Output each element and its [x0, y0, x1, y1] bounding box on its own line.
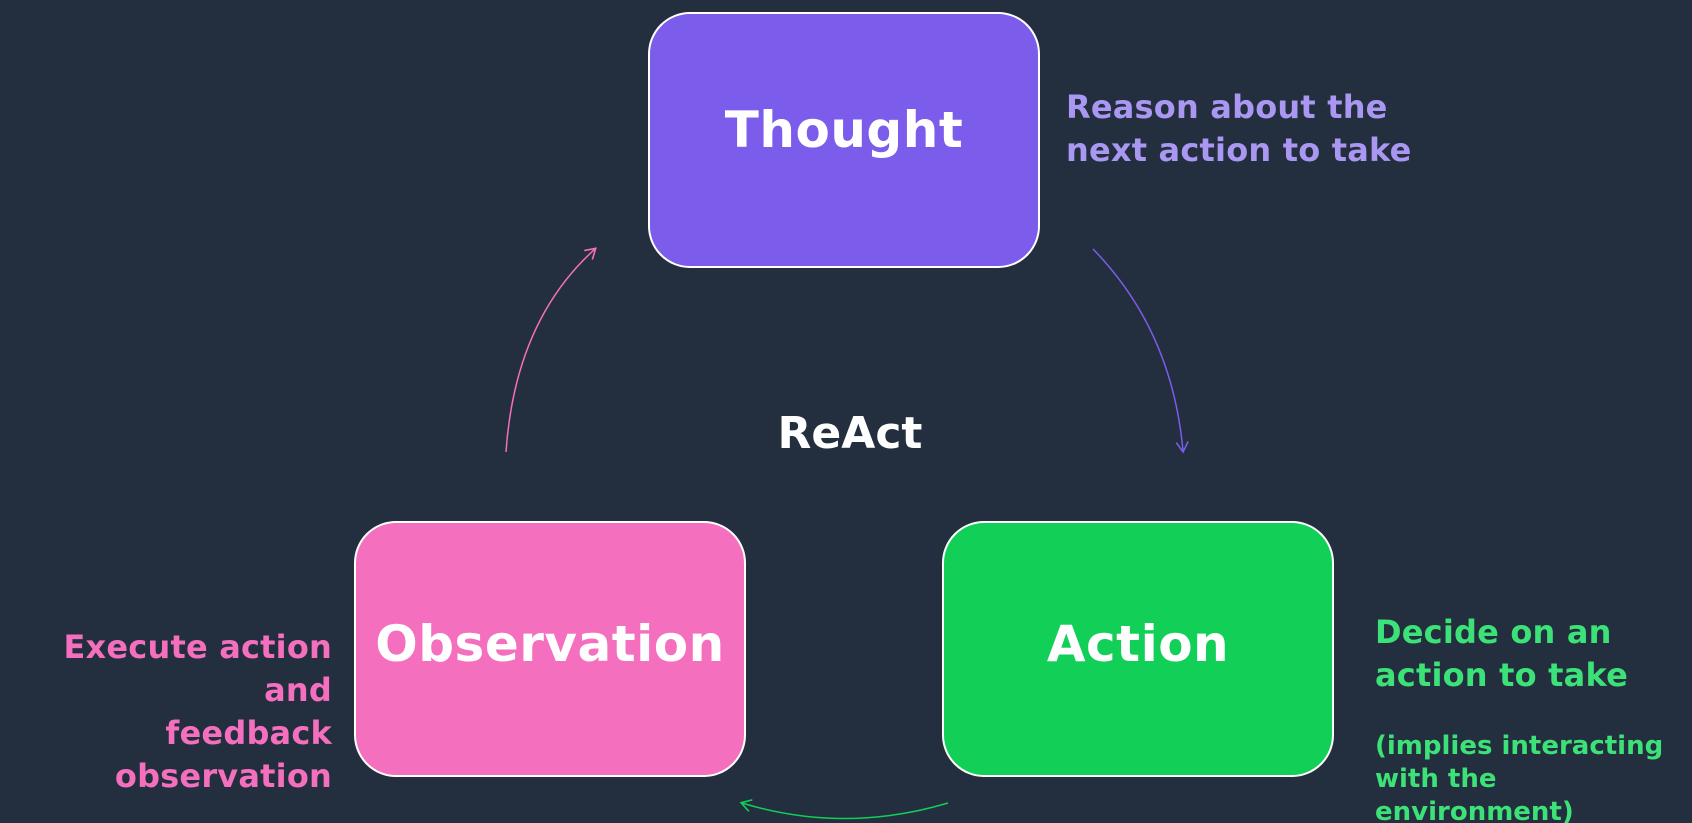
thought-description: Reason about the next action to take: [1066, 88, 1412, 169]
action-node: Action: [942, 521, 1334, 777]
arrow-observation-to-thought: [505, 247, 597, 453]
observation-node: Observation: [354, 521, 746, 777]
action-label: Action: [1046, 615, 1230, 673]
thought-node: Thought: [648, 12, 1040, 268]
arrow-action-to-observation: [739, 799, 949, 820]
action-description: Decide on an action to take: [1375, 613, 1628, 694]
observation-label: Observation: [375, 615, 725, 673]
react-label: ReAct: [777, 408, 923, 459]
action-note: (implies interacting with the environmen…: [1375, 731, 1664, 823]
observation-description: Execute action and feedback observation: [63, 628, 332, 795]
thought-label: Thought: [724, 101, 964, 159]
arrow-thought-to-action: [1092, 248, 1189, 454]
